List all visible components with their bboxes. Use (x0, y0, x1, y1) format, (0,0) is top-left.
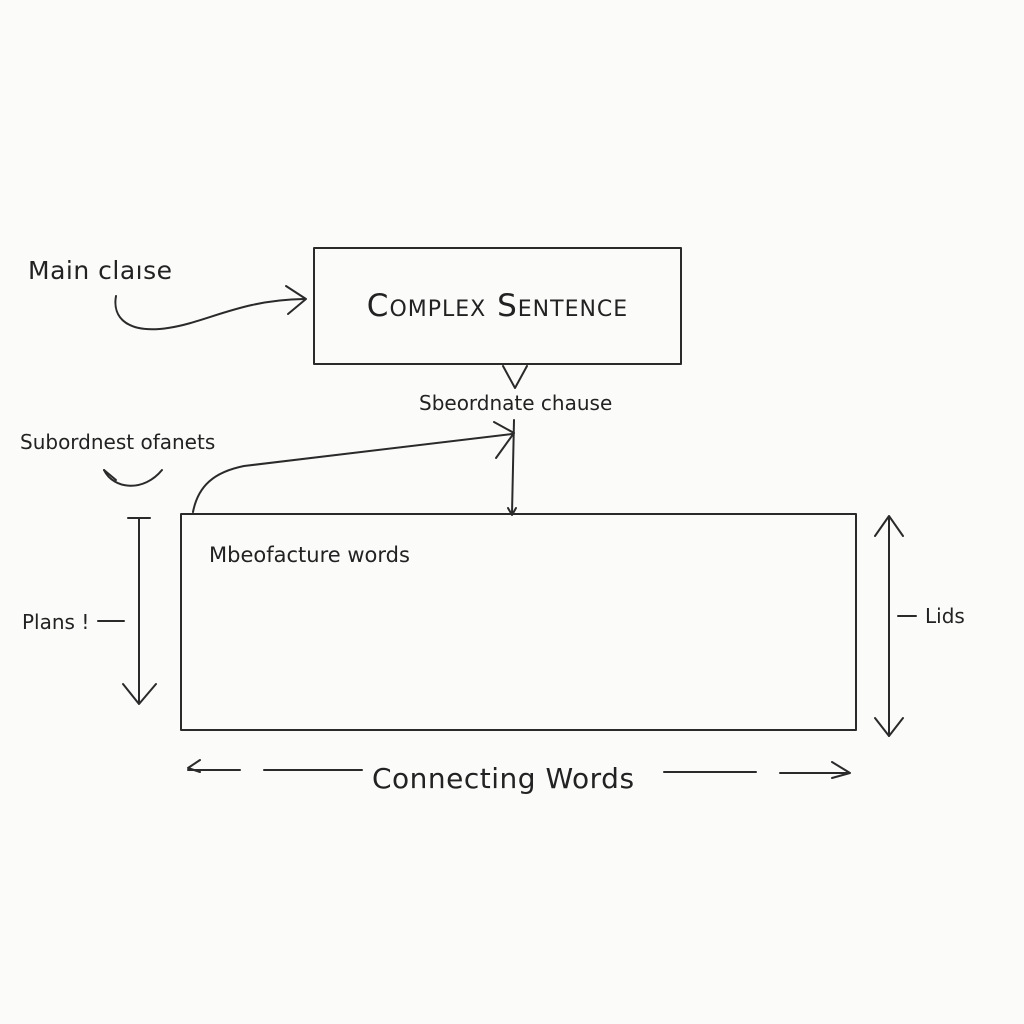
main-clause-arrow (114, 295, 305, 331)
main-clause-label: Main claıse (28, 256, 173, 285)
right-side-label: Lids (925, 604, 965, 628)
content-box-label: Mbeofacture words (209, 543, 410, 567)
right-arrow-bottom-head (874, 717, 904, 737)
title-pointer (502, 365, 528, 389)
title-box (313, 247, 682, 365)
main-clause-arrowhead (285, 285, 307, 315)
left-arrow-head (122, 683, 157, 705)
box-connector-arrow (192, 433, 513, 513)
connecting-words-label: Connecting Words (372, 762, 635, 795)
box-connector-arrowhead (493, 421, 515, 459)
vertical-connector (511, 419, 515, 515)
subordinate-elements-label: Subordnest ofanets (20, 430, 216, 454)
left-side-label: Plans ! (22, 610, 90, 634)
vertical-connector-tip (507, 507, 517, 516)
subordinate-hook (103, 469, 163, 487)
diagram-title: Complex Sentence (366, 287, 629, 324)
subordinate-clause-label: Sbeordnate chause (419, 391, 613, 415)
content-box (180, 513, 857, 731)
right-arrow-top-head (874, 515, 904, 537)
bottom-arrow-right-head (831, 761, 851, 779)
subordinate-hook-tip (103, 469, 117, 481)
